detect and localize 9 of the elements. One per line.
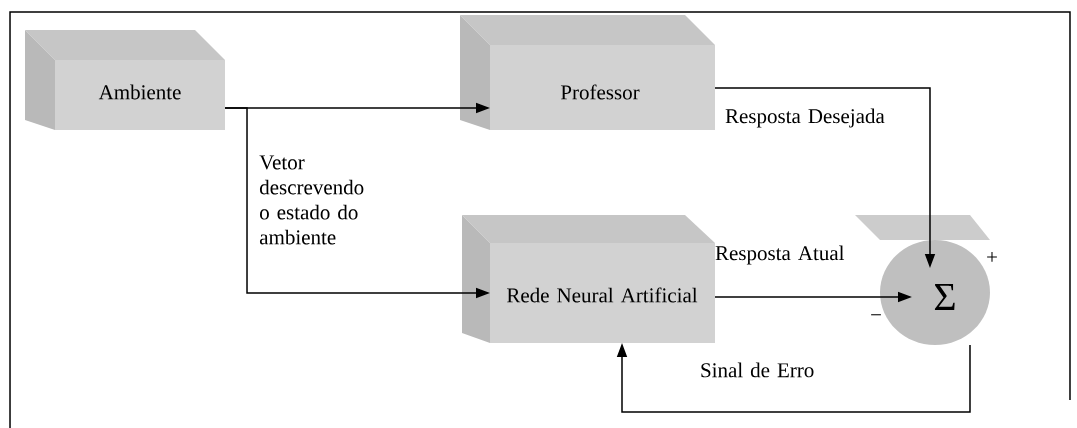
sign-label: − <box>871 314 881 316</box>
bevel-box: Ambiente <box>25 30 225 130</box>
sign-label: + <box>987 252 997 262</box>
edge-label: Resposta Desejada <box>725 108 885 128</box>
bevel-box: Rede Neural Artificial <box>462 215 715 343</box>
edge-label: Sinal de Erro <box>701 362 814 378</box>
edge-label: Vetor descrevendo o estado do ambiente <box>259 155 364 245</box>
edge-label: Resposta Atual <box>715 245 845 265</box>
bevel-box: Professor <box>460 15 715 130</box>
